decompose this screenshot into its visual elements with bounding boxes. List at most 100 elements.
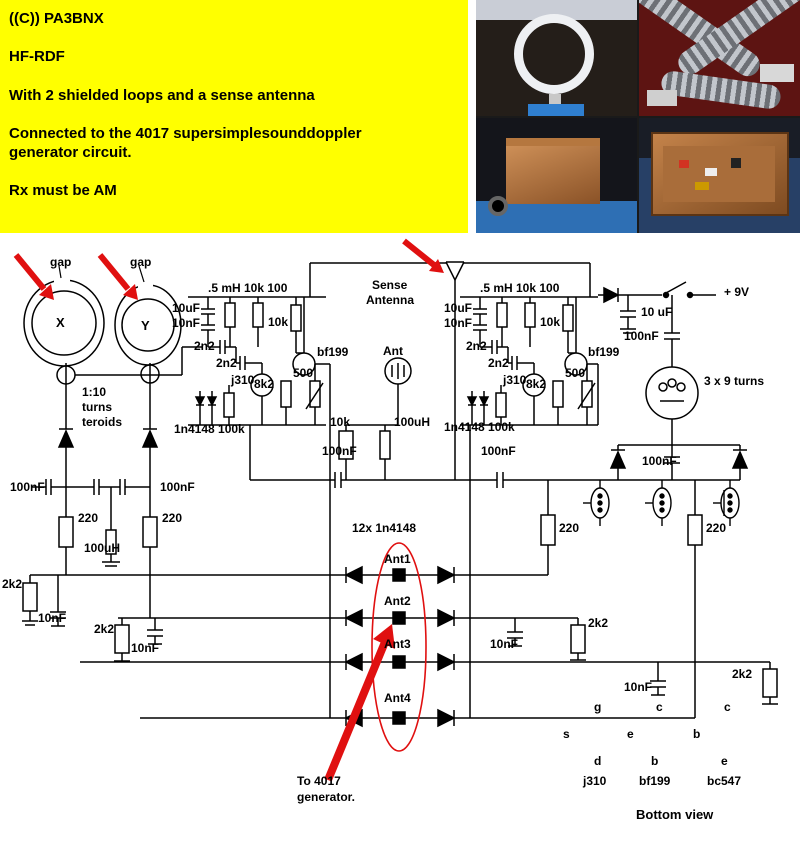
pinout-symbols — [583, 480, 740, 526]
label-pin-bf199-c: c — [656, 700, 663, 714]
label-c2n2-right-a: 2n2 — [466, 339, 487, 353]
label-c10nf-out4: 10nF — [624, 680, 653, 694]
label-transformer: 3 x 9 turns — [704, 374, 765, 388]
circuit-schematic: gap gap X Y Sense Antenna + 9V .5 mH 10k… — [0, 235, 800, 843]
label-supply: + 9V — [724, 285, 750, 299]
label-j310-left: j310 — [231, 373, 255, 387]
label-to-4017-2: generator. — [297, 790, 356, 804]
subtitle-rx: Rx must be AM — [9, 182, 117, 200]
label-c100nf-loopy: 100nF — [160, 480, 195, 494]
label-pin-bc547-e: e — [721, 754, 728, 768]
circuit-board — [663, 145, 775, 202]
label-r2k2-out2: 2k2 — [94, 622, 115, 636]
red-arrow-loop-x — [13, 253, 47, 291]
label-c2n2-left-a: 2n2 — [194, 339, 215, 353]
label-pot500-left: 500 — [293, 366, 314, 380]
red-arrow-loop-y — [97, 253, 131, 291]
subtitle-generator: Connected to the 4017 supersimplesounddo… — [9, 124, 362, 142]
label-amp-left-header: .5 mH 10k 100 — [208, 281, 288, 295]
label-r10k-left: 10k — [268, 315, 289, 329]
label-l100uh-left: 100uH — [84, 541, 121, 555]
label-r2k2-out3: 2k2 — [588, 616, 609, 630]
label-c10nf-right: 10nF — [444, 316, 473, 330]
loop-feed-networks — [32, 346, 203, 618]
photo-copper-box — [476, 117, 637, 233]
label-r220-right-a: 220 — [559, 521, 580, 535]
component — [679, 159, 689, 168]
metal-clamp — [760, 64, 794, 82]
component — [731, 157, 741, 168]
photo-conduit-tubes — [639, 0, 800, 116]
photo-collage — [476, 0, 800, 233]
label-ant1: Ant1 — [384, 552, 411, 566]
label-pin-j310-g: g — [594, 700, 602, 714]
label-bottom-view: Bottom view — [636, 807, 714, 822]
diode-matrix — [30, 364, 770, 728]
label-ant2: Ant2 — [384, 594, 411, 608]
label-c10nf-out2: 10nF — [131, 641, 160, 655]
component — [695, 181, 709, 190]
title-banner: ((C)) PA3BNX HF-RDF With 2 shielded loop… — [0, 0, 468, 233]
copper-enclosure — [506, 145, 600, 204]
label-c10uf-right: 10uF — [444, 301, 473, 315]
label-pin-j310-s: s — [563, 727, 570, 741]
label-gap-x: gap — [50, 255, 72, 269]
red-arrow-sense — [402, 238, 436, 268]
sense-antenna-section — [250, 261, 740, 488]
left-preamp — [188, 262, 446, 480]
label-r2k2-out4: 2k2 — [732, 667, 753, 681]
label-c100nf-rect: 100nF — [642, 454, 677, 468]
label-pinout-bf199: bf199 — [639, 774, 671, 788]
label-antenna: Antenna — [366, 293, 414, 307]
label-pin-bf199-e: e — [627, 727, 634, 741]
label-c10uf-left: 10uF — [172, 301, 201, 315]
label-c100nf-center-left: 100nF — [322, 444, 357, 458]
photo-background — [476, 0, 637, 20]
label-gap-y: gap — [130, 255, 152, 269]
label-c10nf-out1: 10nF — [38, 611, 67, 625]
metal-clamp — [647, 89, 677, 106]
label-toroid-2: turns — [82, 400, 112, 414]
output-networks — [22, 575, 778, 705]
loop-antenna-ring — [514, 14, 594, 94]
label-c100nf-center-right: 100nF — [481, 444, 516, 458]
photo-loop-antenna — [476, 0, 637, 116]
label-supply-c10uf: 10 uF — [641, 305, 673, 319]
antenna-base — [528, 104, 584, 116]
label-bf199-right: bf199 — [588, 345, 620, 359]
label-r10k-right: 10k — [540, 315, 561, 329]
label-l100uh-center: 100uH — [394, 415, 431, 429]
label-pinout-bc547: bc547 — [707, 774, 742, 788]
label-toroid-1: 1:10 — [82, 385, 107, 399]
label-ant-connector: Ant — [383, 344, 403, 358]
label-sense: Sense — [372, 278, 408, 292]
label-loop-y: Y — [141, 318, 150, 333]
label-bf199-left: bf199 — [317, 345, 349, 359]
label-pin-bc547-c: c — [724, 700, 731, 714]
label-r2k2-out1: 2k2 — [2, 577, 23, 591]
label-supply-c100nf: 100nF — [624, 329, 659, 343]
label-r220-loopx: 220 — [78, 511, 99, 525]
label-r8k2-left: 8k2 — [254, 377, 275, 391]
label-toroid-3: teroids — [82, 415, 123, 429]
power-section — [540, 281, 749, 718]
red-annotations — [13, 238, 444, 782]
label-pin-j310-d: d — [594, 754, 602, 768]
label-pin-bf199-b: b — [651, 754, 659, 768]
component — [705, 167, 717, 176]
label-c10nf-left: 10nF — [172, 316, 201, 330]
label-pot500-right: 500 — [565, 366, 586, 380]
label-r220-loopy: 220 — [162, 511, 183, 525]
bnc-connector — [488, 195, 508, 216]
label-to-4017-1: To 4017 — [297, 774, 341, 788]
copyright-text: ((C)) PA3BNX — [9, 10, 104, 27]
subtitle-generator-cont: generator circuit. — [9, 144, 132, 161]
label-pinout-j310: j310 — [583, 774, 607, 788]
label-matrix: 12x 1n4148 — [352, 521, 417, 535]
label-ant4: Ant4 — [384, 691, 411, 705]
label-ant3: Ant3 — [384, 637, 411, 651]
label-r8k2-right: 8k2 — [526, 377, 547, 391]
schematic-drawing — [13, 238, 778, 782]
red-arrow-4017 — [324, 640, 389, 782]
